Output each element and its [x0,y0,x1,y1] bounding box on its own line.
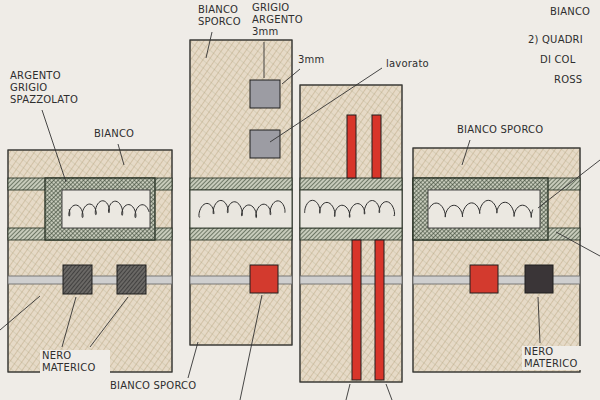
scribble [69,201,149,218]
leaders [0,32,600,400]
band [190,178,292,190]
band [190,228,292,240]
panel [8,150,172,372]
callout-label: BIANCO SPORCO [455,124,545,136]
leader-line [42,110,66,182]
panel-hatch [8,150,172,372]
callout-label: GRIGIO ARGENTO 3mm [250,2,310,38]
frame-hatch [45,178,155,240]
leader-line [538,160,600,208]
callout-label: DI COL [538,54,577,66]
bands [8,178,580,240]
callout-label: NERO MATERICO [40,350,110,374]
panel-hatch [300,85,402,382]
callout-label: 3mm [296,54,326,66]
band [300,228,402,240]
scribbles [69,200,533,217]
panels [8,40,580,382]
callout-label: ARGENTO GRIGIO SPAZZOLATO [8,70,86,106]
callout-label: BIANCO SPORCO [196,4,248,28]
callout-label: 2) QUADRI [526,34,585,46]
leader-line [0,296,40,330]
panel [300,85,402,382]
callout-label: NERO MATERICO [522,346,592,370]
panel-hatch [413,148,580,372]
leader-line [556,232,600,256]
red-square [250,265,278,293]
black-square [117,265,146,294]
leader-line [264,42,265,78]
red-stripe [352,240,361,380]
callout-label: lavorato [384,58,431,70]
leader-line [282,69,300,84]
leader-line [240,295,262,400]
frame [45,178,155,240]
callout-label: ROSS [552,74,584,86]
band [300,178,402,190]
strip [300,190,402,228]
leader-line [346,384,350,400]
callout-label: BIANCO [548,6,592,18]
black-square [63,265,92,294]
frame [413,178,548,240]
callout-label: BIANCO SPORCO [108,380,198,392]
leader-line [538,297,540,343]
scribble [429,200,533,217]
leader-line [118,144,124,165]
frame-hatch [413,178,548,240]
red-stripe [375,240,384,380]
leader-line [90,297,128,347]
leader-line [206,32,212,58]
grey-square [250,80,280,108]
strip [190,190,292,228]
inset [62,190,150,228]
leader-line [386,384,392,400]
leader-line [270,68,382,142]
scribble [305,200,395,217]
panel-hatch [190,40,292,345]
red-square [470,265,498,293]
panel [190,40,292,345]
leader-line [188,342,198,378]
leader-line [62,297,76,347]
rail [300,276,402,284]
scribble [199,200,285,217]
leader-line [462,140,470,165]
callout-label: BIANCO [92,128,136,140]
inserts [63,80,553,380]
inset [428,190,540,228]
red-stripe [372,115,381,178]
grey-square [250,130,280,158]
black-square [525,265,553,293]
red-stripe [347,115,356,178]
panel [413,148,580,372]
